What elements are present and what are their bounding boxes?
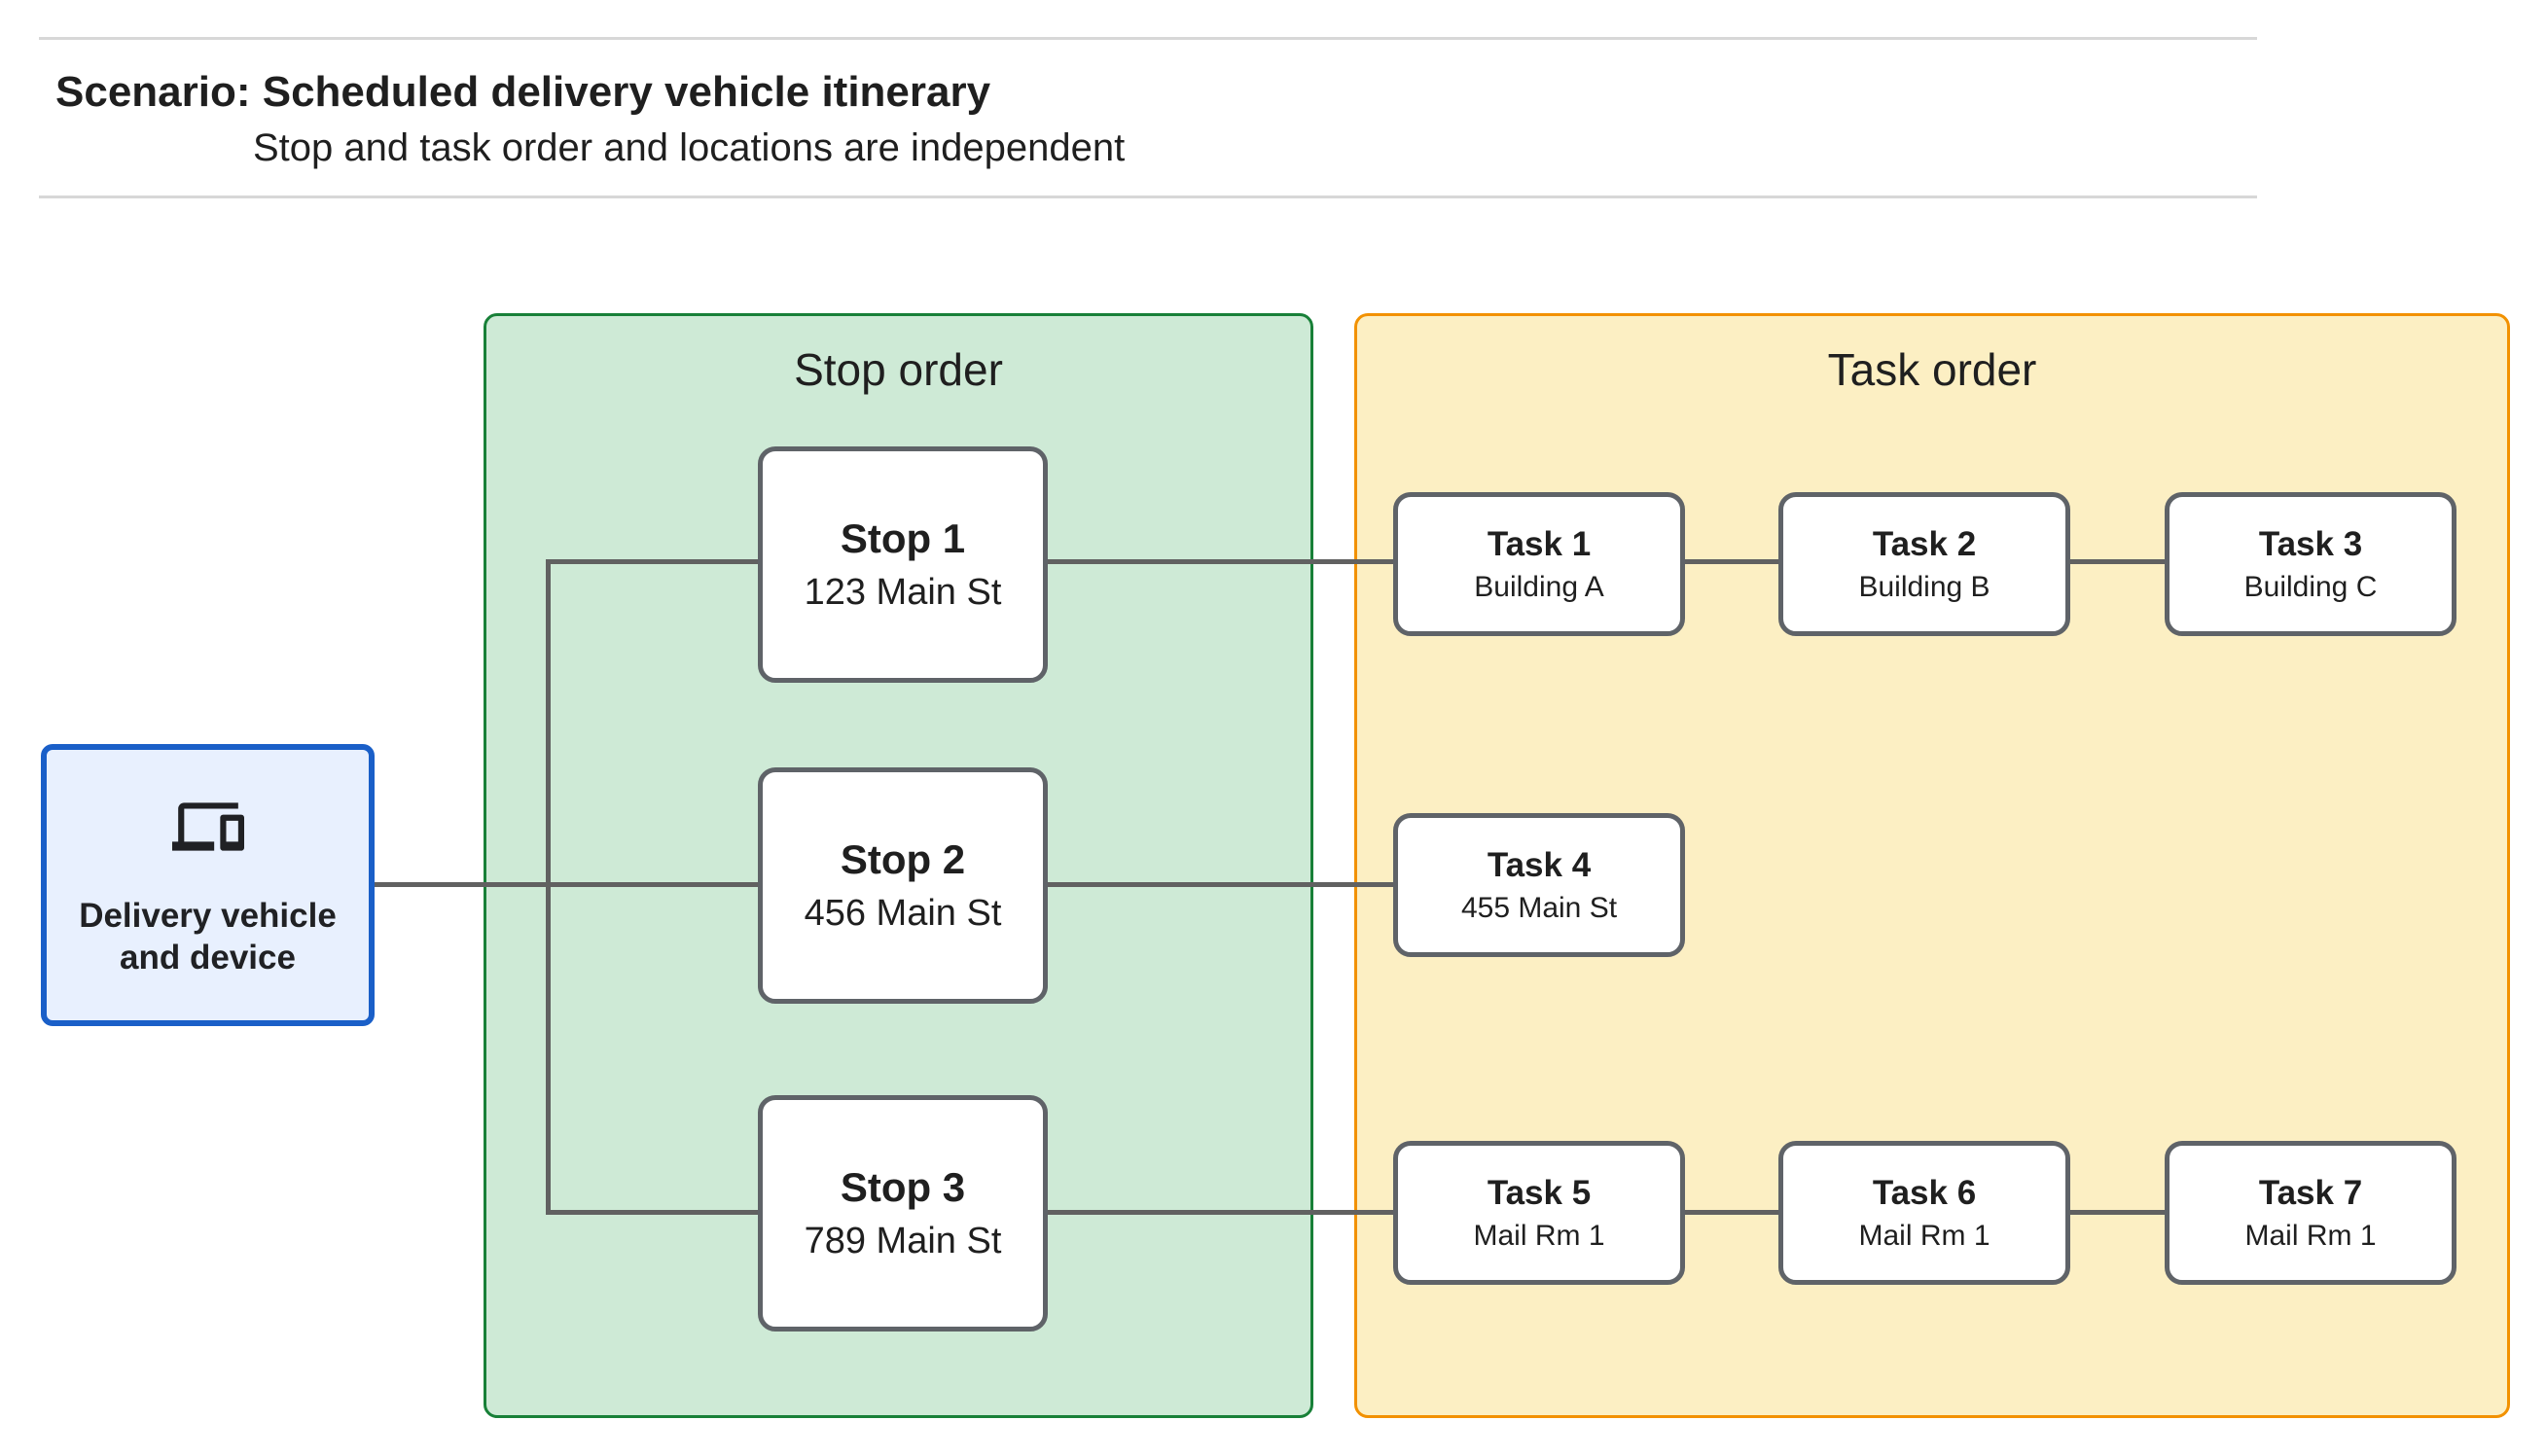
task-node-location: Mail Rm 1: [2244, 1219, 2377, 1252]
task-node-4: Task 4 455 Main St: [1393, 813, 1685, 957]
delivery-vehicle-node: Delivery vehicle and device: [41, 744, 375, 1026]
task-node-title: Task 2: [1872, 524, 1977, 563]
stop-order-panel-title: Stop order: [794, 344, 1003, 395]
connector-stops-trunk: [546, 559, 551, 1215]
stop-node-3: Stop 3 789 Main St: [758, 1095, 1048, 1332]
connector-task6-to-task7: [2070, 1210, 2165, 1215]
stop-node-address: 789 Main St: [804, 1221, 1002, 1261]
task-node-3: Task 3 Building C: [2165, 492, 2456, 636]
stop-node-address: 456 Main St: [804, 893, 1002, 934]
task-node-location: 455 Main St: [1460, 891, 1618, 924]
stop-node-1: Stop 1 123 Main St: [758, 446, 1048, 683]
stop-node-title: Stop 2: [840, 836, 966, 882]
task-node-title: Task 7: [2258, 1173, 2363, 1212]
stop-node-2: Stop 2 456 Main St: [758, 767, 1048, 1004]
task-node-location: Mail Rm 1: [1473, 1219, 1605, 1252]
task-node-7: Task 7 Mail Rm 1: [2165, 1141, 2456, 1285]
scenario-subtitle: Stop and task order and locations are in…: [253, 126, 1126, 169]
task-node-5: Task 5 Mail Rm 1: [1393, 1141, 1685, 1285]
connector-stop1-to-task1: [1048, 559, 1393, 564]
task-order-panel-title: Task order: [1827, 344, 2037, 395]
task-node-location: Building C: [2243, 570, 2378, 603]
vehicle-node-label: Delivery vehicle and device: [79, 897, 337, 977]
stop-node-address: 123 Main St: [804, 572, 1002, 613]
task-node-6: Task 6 Mail Rm 1: [1778, 1141, 2070, 1285]
stop-node-title: Stop 1: [840, 515, 966, 561]
connector-trunk-to-stop3: [548, 1210, 758, 1215]
header-divider: [39, 195, 2257, 198]
scenario-title: Scenario: Scheduled delivery vehicle iti…: [55, 68, 991, 116]
top-divider: [39, 37, 2257, 40]
task-node-location: Building B: [1858, 570, 1990, 603]
task-node-title: Task 5: [1487, 1173, 1592, 1212]
task-node-1: Task 1 Building A: [1393, 492, 1685, 636]
task-node-title: Task 1: [1487, 524, 1592, 563]
task-node-2: Task 2 Building B: [1778, 492, 2070, 636]
connector-trunk-to-stop1: [548, 559, 758, 564]
connector-task1-to-task2: [1685, 559, 1778, 564]
connector-stop3-to-task5: [1048, 1210, 1393, 1215]
connector-vehicle-to-stops: [375, 882, 758, 887]
devices-icon: [171, 802, 244, 851]
task-node-title: Task 6: [1872, 1173, 1977, 1212]
connector-stop2-to-task4: [1048, 882, 1393, 887]
connector-task2-to-task3: [2070, 559, 2165, 564]
task-node-location: Mail Rm 1: [1858, 1219, 1990, 1252]
stop-node-title: Stop 3: [840, 1164, 966, 1210]
task-node-title: Task 3: [2258, 524, 2363, 563]
task-node-location: Building A: [1474, 570, 1604, 603]
connector-task5-to-task6: [1685, 1210, 1778, 1215]
task-node-title: Task 4: [1487, 845, 1592, 884]
